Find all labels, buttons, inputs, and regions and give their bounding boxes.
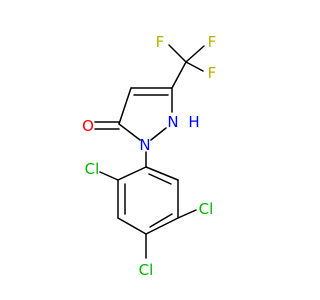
bond-c5-n1 (118, 123, 141, 141)
atom-cl2: Cl (199, 200, 214, 218)
bond-c-f3 (185, 61, 204, 72)
bond-ar-double-3 (148, 173, 172, 185)
bond-ar-double-2 (149, 213, 173, 228)
bond-ar5-cl2 (177, 209, 197, 219)
atom-f1: F (156, 33, 165, 51)
bond-ar6-ar1 (145, 166, 179, 181)
atom-cl1: Cl (85, 160, 100, 178)
bonds (94, 44, 205, 259)
bond-c-f2 (185, 45, 205, 63)
atom-f2: F (208, 33, 217, 51)
atom-o: O (82, 117, 94, 135)
bond-c3-cf3 (171, 61, 187, 89)
atom-n1: N (139, 136, 150, 154)
bond-c4-c5 (118, 87, 132, 125)
molecule-structure: F F F O N N H Cl Cl Cl (82, 33, 216, 279)
bond-ar2-cl1 (99, 171, 119, 181)
bond-c-f1 (168, 44, 187, 63)
bond-n1-n2 (150, 127, 167, 141)
atom-h: H (188, 113, 199, 131)
atom-cl3: Cl (139, 261, 154, 279)
atom-n2: N (167, 113, 178, 131)
atom-f3: F (208, 64, 217, 82)
atom-labels: F F F O N N H Cl Cl Cl (82, 33, 216, 279)
bond-ar4-ar5 (145, 217, 179, 235)
bond-ar3-ar4 (117, 217, 147, 235)
bond-ar1-ar2 (117, 166, 147, 181)
